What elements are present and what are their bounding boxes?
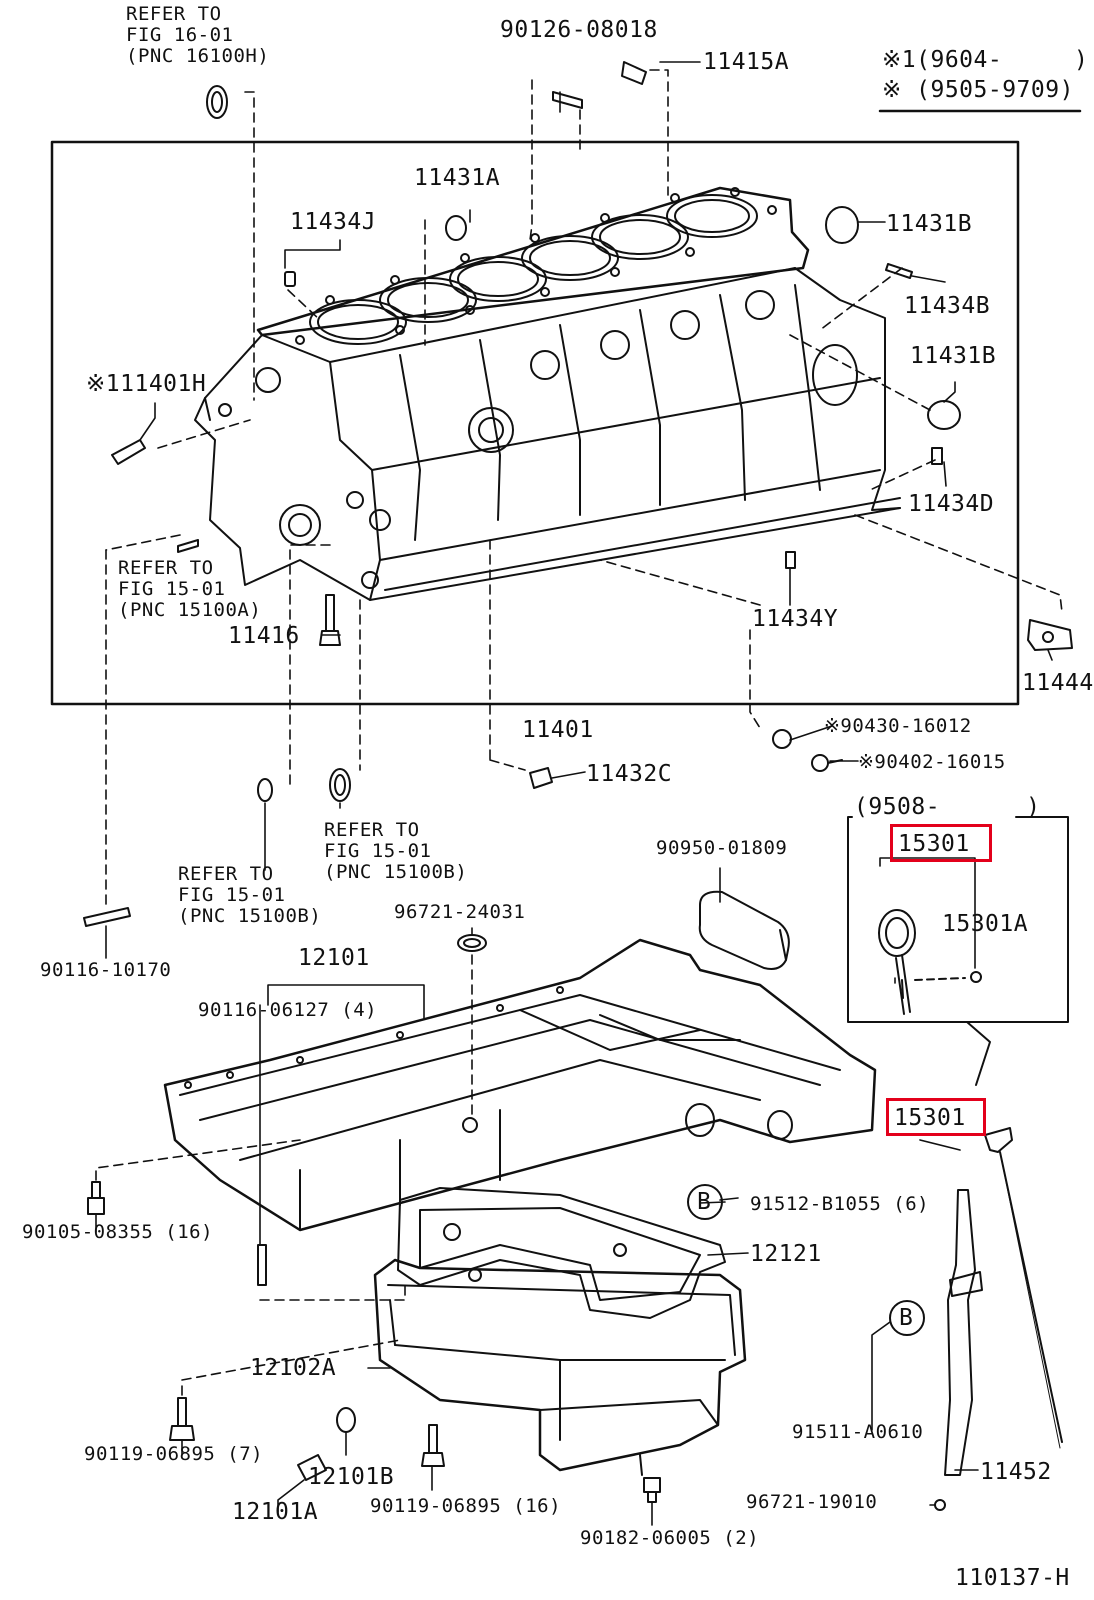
label-12102A: 12102A xyxy=(250,1355,337,1381)
label-11434J: 11434J xyxy=(290,209,377,235)
diagram-code: 110137-H xyxy=(955,1565,1070,1591)
oil-pan-upper-illustration xyxy=(163,938,877,1232)
label-90126-08018: 90126-08018 xyxy=(500,17,658,43)
label-12101A: 12101A xyxy=(232,1499,319,1525)
label-11444: 11444 xyxy=(1022,670,1094,696)
callout-b-circle-bottom xyxy=(889,1300,925,1336)
label-11434Y: 11434Y xyxy=(752,606,839,632)
label-90116-10170: 90116-10170 xyxy=(40,959,172,981)
label-96721-19010: 96721-19010 xyxy=(746,1491,878,1513)
label-111401H: ※111401H xyxy=(86,371,207,397)
label-refer-fig-15-01-a: REFER TO FIG 15-01 (PNC 15100A) xyxy=(118,557,262,621)
highlight-15301-inset xyxy=(890,824,992,862)
label-11416: 11416 xyxy=(228,623,300,649)
label-12101: 12101 xyxy=(298,945,370,971)
label-11415A: 11415A xyxy=(703,49,790,75)
label-11432C: 11432C xyxy=(586,761,673,787)
label-11431A: 11431A xyxy=(414,165,501,191)
leader-lines xyxy=(95,61,1053,1526)
dipstick-inset-frame xyxy=(847,816,1069,1023)
label-15301-main: 15301 xyxy=(894,1105,966,1131)
dipstick-illustration xyxy=(878,909,1063,1511)
oring-16100h xyxy=(206,85,228,119)
label-12121: 12121 xyxy=(750,1241,822,1267)
pan-bolts xyxy=(87,1181,661,1503)
label-11452: 11452 xyxy=(980,1459,1052,1485)
label-90119-06895-7: 90119-06895 (7) xyxy=(84,1443,264,1465)
label-90182-06005: 90182-06005 (2) xyxy=(580,1527,760,1549)
label-refer-fig-15-01-b2: REFER TO FIG 15-01 (PNC 15100B) xyxy=(178,863,322,927)
oil-baffle-illustration xyxy=(397,1187,726,1319)
legend-note-2: ※ (9505-9709) xyxy=(882,77,1074,103)
highlight-15301-main xyxy=(886,1098,986,1136)
inset-range: (9508- ) xyxy=(854,794,1041,820)
label-96721-24031: 96721-24031 xyxy=(394,901,526,923)
label-90116-06127: 90116-06127 (4) xyxy=(198,999,378,1021)
engine-block-frame xyxy=(50,140,1020,706)
inset-pointer xyxy=(966,1021,991,1086)
label-11434B: 11434B xyxy=(904,293,991,319)
cylinder-block-illustration xyxy=(194,186,901,601)
legend-note-1: ※1(9604- ) xyxy=(882,47,1089,73)
label-90119-06895-16: 90119-06895 (16) xyxy=(370,1495,562,1517)
label-11434D: 11434D xyxy=(908,491,995,517)
label-90402-16015: ※90402-16015 xyxy=(858,751,1006,773)
label-15301A: 15301A xyxy=(942,911,1029,937)
label-refer-fig-16-01: REFER TO FIG 16-01 (PNC 16100H) xyxy=(126,3,270,67)
label-11431B-mid: 11431B xyxy=(910,343,997,369)
label-90105-08355: 90105-08355 (16) xyxy=(22,1221,214,1243)
label-11431B-top: 11431B xyxy=(886,211,973,237)
label-91511-A0610: 91511-A0610 xyxy=(792,1421,924,1443)
label-11401: 11401 xyxy=(522,717,594,743)
dashed-lines xyxy=(95,69,1063,1396)
oil-pan-lower-illustration xyxy=(373,1258,747,1476)
label-90430-16012: ※90430-16012 xyxy=(824,715,972,737)
label-91512-B1055: 91512-B1055 (6) xyxy=(750,1193,930,1215)
label-15301-inset: 15301 xyxy=(898,831,970,857)
callout-b-circle-top xyxy=(687,1184,723,1220)
callout-b-bottom: B xyxy=(899,1305,914,1331)
callout-b-top: B xyxy=(697,1189,712,1215)
label-refer-fig-15-01-b1: REFER TO FIG 15-01 (PNC 15100B) xyxy=(324,819,468,883)
label-90950-01809: 90950-01809 xyxy=(656,837,788,859)
label-12101B: 12101B xyxy=(308,1464,395,1490)
